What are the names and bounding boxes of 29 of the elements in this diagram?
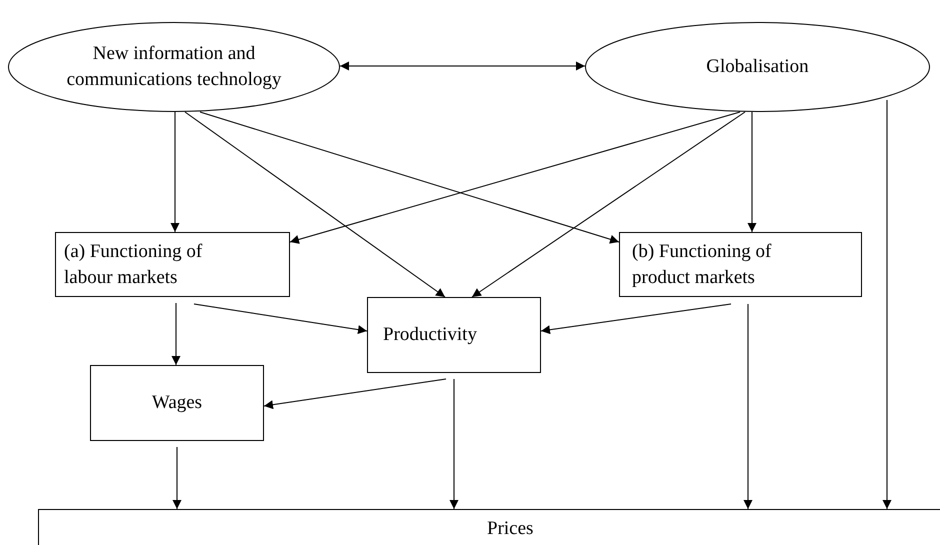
arrow [172,302,180,366]
arrow [290,112,740,244]
open-box [38,509,940,545]
ellipse-node [8,22,340,112]
arrow [744,304,752,510]
node-label: (b) Functioning of product markets [631,240,772,290]
process-box [367,297,541,373]
node-label: Productivity [382,323,477,348]
node-label: Globalisation [706,55,809,80]
arrow [882,100,892,510]
node-label: Wages [152,391,202,416]
process-box [55,232,290,297]
arrow [340,62,586,70]
arrow [172,446,182,510]
arrow [540,304,732,334]
node-label: (a) Functioning of labour markets [63,240,204,290]
arrow [200,112,620,244]
arrow [748,112,756,232]
node-label: Prices [487,517,534,541]
arrow [264,378,446,410]
ellipse-node [585,22,930,112]
arrow [450,378,458,510]
arrow [472,112,746,298]
process-box [90,365,264,441]
arrow [194,304,368,334]
process-box [619,232,862,297]
arrow [184,112,446,298]
arrow [170,112,180,232]
node-label: New information and communications technology [66,42,282,92]
